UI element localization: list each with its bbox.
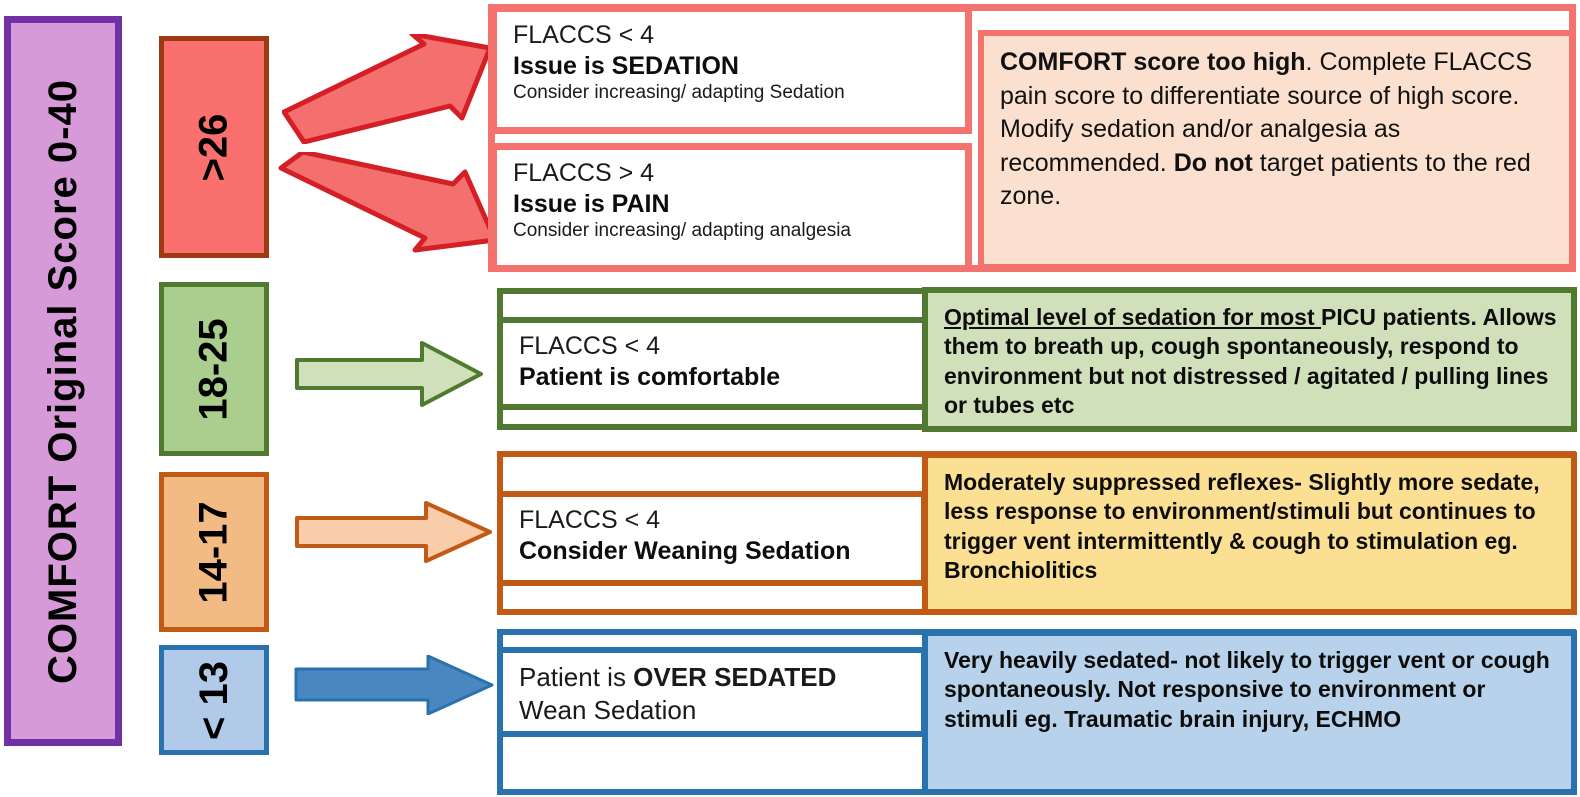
score-band-chip-red: >26 bbox=[159, 36, 269, 258]
desc-red-bold-1: COMFORT score too high bbox=[1000, 48, 1306, 76]
issue-label: Issue is PAIN bbox=[513, 189, 670, 218]
score-band-chip-green: 18-25 bbox=[159, 282, 269, 456]
description-panel-orange: Moderately suppressed reflexes- Slightly… bbox=[922, 452, 1577, 615]
oversedated-prefix: Patient is bbox=[519, 662, 634, 692]
arrow-right-blue-icon bbox=[294, 655, 494, 715]
flaccs-condition: FLACCS < 4 bbox=[519, 332, 661, 360]
description-panel-red: COMFORT score too high. Complete FLACCS … bbox=[978, 30, 1575, 270]
desc-blue-text: Very heavily sedated- not likely to trig… bbox=[944, 647, 1550, 732]
action-box-red-pain: FLACCS > 4 Issue is PAIN Consider increa… bbox=[490, 143, 972, 272]
score-band-label-red: >26 bbox=[191, 113, 236, 181]
arrow-down-right-red-icon bbox=[278, 152, 498, 253]
desc-orange-text: Moderately suppressed reflexes- Slightly… bbox=[944, 469, 1540, 584]
issue-label: Issue is SEDATION bbox=[513, 51, 739, 80]
arrow-right-orange-icon bbox=[295, 501, 492, 563]
description-panel-green: Optimal level of sedation for most PICU … bbox=[922, 287, 1577, 432]
score-band-label-blue: < 13 bbox=[191, 660, 236, 740]
arrow-right-green-icon bbox=[295, 341, 483, 407]
description-panel-blue: Very heavily sedated- not likely to trig… bbox=[922, 630, 1577, 795]
action-box-orange-weaning: FLACCS < 4 Consider Weaning Sedation bbox=[497, 491, 927, 586]
desc-red-bold-2: Do not bbox=[1173, 148, 1253, 177]
desc-red-text-2: target patients to the red zone. bbox=[1000, 148, 1531, 211]
oversedated-line: Patient is OVER SEDATED bbox=[519, 661, 907, 694]
flaccs-condition: FLACCS > 4 bbox=[513, 159, 655, 187]
action-box-blue-oversedated: Patient is OVER SEDATED Wean Sedation bbox=[497, 647, 927, 737]
issue-label: Consider Weaning Sedation bbox=[519, 536, 851, 565]
score-band-chip-blue: < 13 bbox=[159, 645, 269, 755]
action-box-green-comfortable: FLACCS < 4 Patient is comfortable bbox=[497, 317, 937, 410]
issue-label: Patient is comfortable bbox=[519, 362, 781, 391]
page-title: COMFORT Original Score 0-40 bbox=[40, 78, 85, 684]
desc-red-text-1: . Complete FLACCS pain score to differen… bbox=[1000, 48, 1533, 177]
comfort-score-title-bar: COMFORT Original Score 0-40 bbox=[4, 16, 122, 746]
action-box-red-sedation: FLACCS < 4 Issue is SEDATION Consider in… bbox=[490, 5, 972, 134]
advice-text: Consider increasing/ adapting Sedation bbox=[513, 82, 845, 103]
flaccs-condition: FLACCS < 4 bbox=[519, 506, 661, 534]
advice-text: Consider increasing/ adapting analgesia bbox=[513, 220, 852, 241]
flaccs-condition: FLACCS < 4 bbox=[513, 21, 655, 49]
arrow-up-right-red-icon bbox=[282, 34, 492, 144]
desc-green-text: PICU patients. Allows them to breath up,… bbox=[944, 304, 1557, 419]
score-band-chip-orange: 14-17 bbox=[159, 472, 269, 632]
advice-text: Wean Sedation bbox=[519, 694, 697, 725]
score-band-label-green: 18-25 bbox=[191, 317, 236, 421]
score-band-label-orange: 14-17 bbox=[191, 500, 236, 604]
desc-green-underlined: Optimal level of sedation for most bbox=[944, 304, 1322, 330]
oversedated-emphasis: OVER SEDATED bbox=[633, 662, 837, 692]
